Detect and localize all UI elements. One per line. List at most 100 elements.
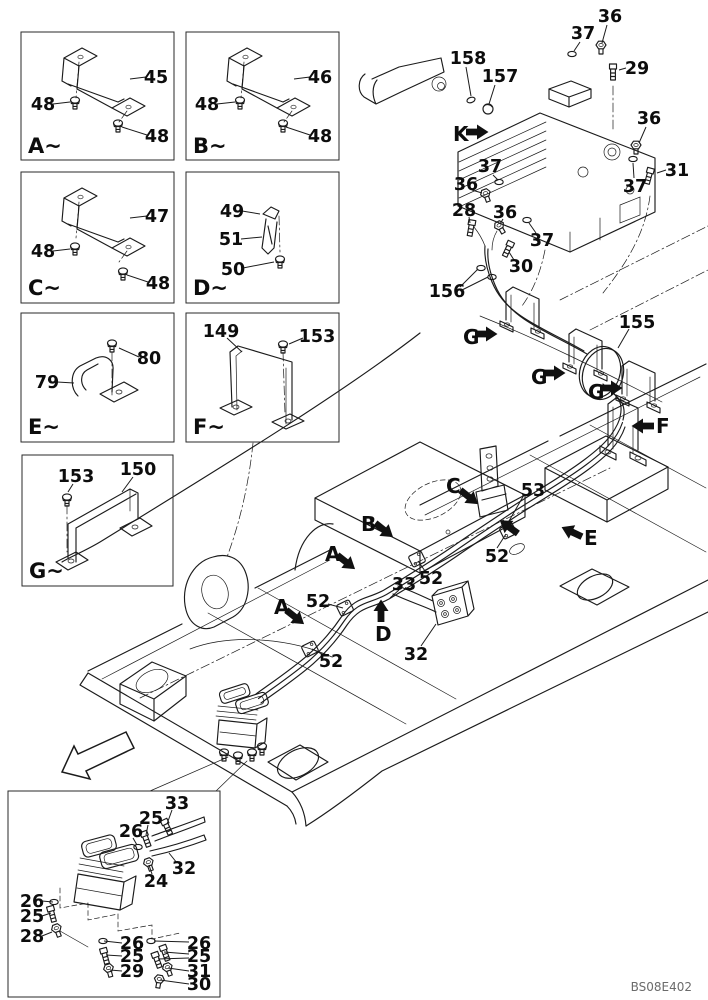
- detail-box-letter: C~: [28, 276, 61, 300]
- leader-line: [153, 940, 190, 943]
- part-number-label: 37: [478, 157, 502, 177]
- leader-line: [656, 169, 667, 174]
- f-bracket-art: [219, 340, 305, 430]
- leader-line: [632, 162, 635, 179]
- part-number-label: 53: [521, 481, 545, 501]
- leader-line: [216, 101, 236, 105]
- part-number-label: 37: [623, 177, 647, 197]
- detail-box-A: [20, 31, 175, 161]
- leader-line: [56, 381, 75, 384]
- leader-line: [465, 66, 472, 97]
- leader-line: [420, 623, 437, 647]
- part-number-label: 28: [452, 201, 476, 221]
- part-number-label: 29: [120, 962, 144, 982]
- part-number-label: 37: [571, 24, 595, 44]
- detail-box-E: [20, 312, 175, 443]
- detail-box-letter: G~: [29, 559, 64, 583]
- part-number-label: 37: [530, 231, 554, 251]
- leader-line: [168, 852, 178, 864]
- detail-box-B: [185, 31, 340, 161]
- view-letter: D: [375, 622, 392, 646]
- leader-line: [293, 76, 311, 80]
- view-letter: G: [463, 325, 479, 349]
- leader-line: [167, 967, 190, 972]
- leader-line: [41, 912, 52, 917]
- part-number-label: 48: [31, 242, 55, 262]
- part-number-label: 150: [120, 460, 157, 480]
- part-number-label: 30: [509, 257, 533, 277]
- leader-line: [496, 533, 507, 549]
- leader-line: [103, 940, 123, 944]
- part-number-label: 28: [20, 927, 44, 947]
- leader-line: [132, 837, 138, 846]
- leader-line: [468, 216, 471, 224]
- leader-line: [288, 337, 304, 345]
- part-number-label: 46: [308, 68, 332, 88]
- leader-lines: [41, 24, 667, 985]
- leader-line: [617, 328, 630, 349]
- leader-line: [166, 809, 173, 825]
- part-number-label: 157: [482, 67, 519, 87]
- leader-line: [389, 589, 400, 599]
- part-number-label: 52: [485, 547, 509, 567]
- view-arrow-D: [373, 599, 389, 622]
- leader-line: [145, 824, 149, 836]
- valve-32-art: [431, 580, 475, 626]
- leader-line: [121, 126, 148, 136]
- detail-box-letter: B~: [193, 134, 227, 158]
- detail-box-F: [185, 312, 340, 443]
- pipe-bracket: [499, 286, 545, 340]
- part-number-label: 31: [187, 962, 211, 982]
- leader-line: [488, 84, 496, 105]
- part-number-label: 79: [35, 373, 59, 393]
- view-letter: G: [531, 365, 547, 389]
- leader-line: [157, 957, 190, 960]
- oring-37: [567, 50, 577, 58]
- view-letter: A: [325, 542, 341, 566]
- fitting-29: [608, 63, 618, 81]
- part-number-label: 155: [619, 313, 656, 333]
- hose-loop-155: [578, 345, 622, 399]
- part-number-label: 52: [306, 592, 330, 612]
- part-number-label: 29: [625, 59, 649, 79]
- view-arrow-F: [631, 418, 654, 434]
- leader-line: [417, 560, 426, 572]
- part-number-label: 32: [172, 859, 196, 879]
- detail-box-letter: F~: [193, 415, 225, 439]
- part-number-label: 153: [299, 327, 336, 347]
- part-number-label: 26: [119, 822, 143, 842]
- clip-part-art: [261, 206, 286, 269]
- leader-line: [492, 174, 499, 181]
- part-number-label: 80: [137, 349, 161, 369]
- leader-line: [109, 969, 123, 972]
- part-number-label: 32: [404, 645, 428, 665]
- part-number-label: 48: [31, 95, 55, 115]
- leader-line: [638, 126, 647, 144]
- part-number-label: 24: [144, 872, 168, 892]
- leader-line: [508, 494, 525, 522]
- part-number-label: 50: [221, 260, 245, 280]
- part-number-label: 36: [493, 203, 517, 223]
- part-number-label: 33: [392, 575, 416, 595]
- part-number-label: 25: [139, 809, 163, 829]
- detail-box-letter: A~: [28, 134, 62, 158]
- part-number-label: 45: [144, 68, 168, 88]
- part-number-label: 49: [220, 202, 244, 222]
- leader-line: [459, 268, 479, 288]
- part-number-label: 33: [165, 794, 189, 814]
- leader-line: [573, 41, 581, 52]
- leader-line: [52, 101, 71, 105]
- leader-line: [159, 979, 190, 985]
- detail-box-C: [20, 171, 175, 304]
- view-letter: C: [446, 474, 461, 498]
- part-number-label: 25: [120, 947, 144, 967]
- leader-line: [129, 215, 148, 219]
- leader-line: [242, 261, 275, 269]
- fitting-30: [500, 239, 516, 259]
- detail-box-D: [185, 171, 340, 304]
- view-arrow-E: [558, 520, 586, 544]
- part-number-label: 158: [450, 49, 487, 69]
- part-number-label: 30: [187, 975, 211, 995]
